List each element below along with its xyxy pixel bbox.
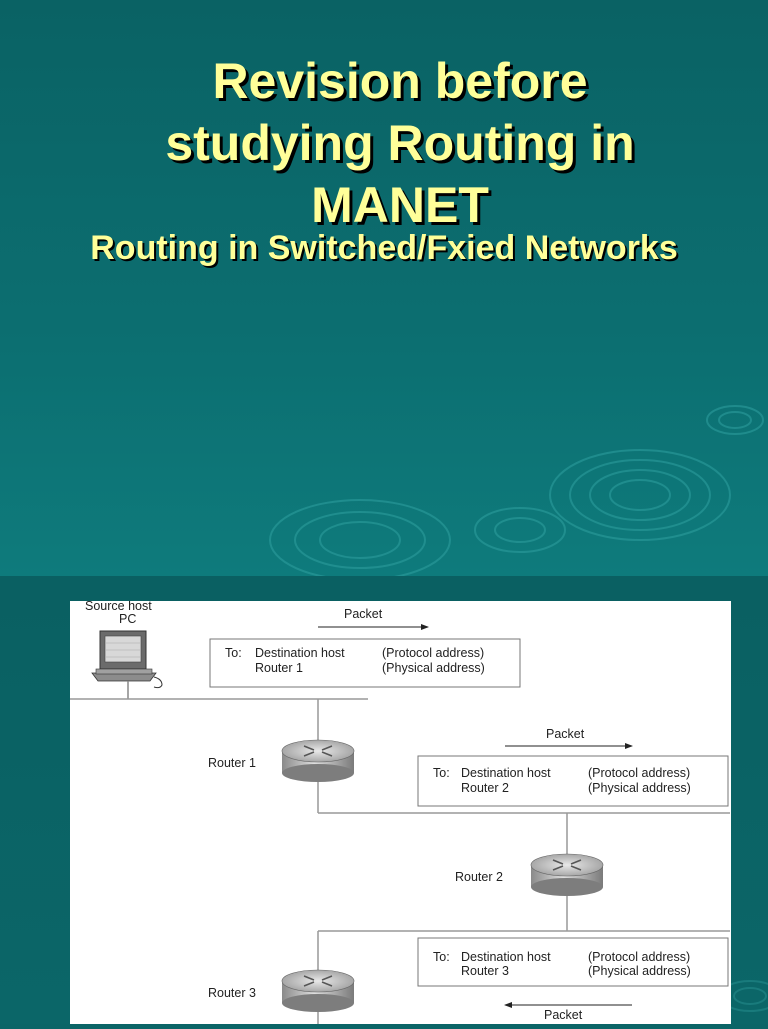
routing-diagram-svg: Source host PC Packet To: Destination ho…: [70, 599, 730, 1024]
router-icon: [281, 969, 355, 1012]
router-icon: [530, 853, 604, 896]
frame-3-dest: Destination host: [461, 950, 551, 964]
frame-1-to: To:: [225, 646, 242, 660]
frame-2-next: Router 2: [461, 781, 509, 795]
routing-diagram: Source host PC Packet To: Destination ho…: [70, 599, 731, 1024]
source-host-pc-label: PC: [119, 612, 136, 626]
slide-title: Revision before studying Routing in MANE…: [40, 50, 760, 236]
frame-2-next-note: (Physical address): [588, 781, 691, 795]
title-line-2: studying Routing in: [165, 115, 635, 171]
frame-box-3: To: Destination host (Protocol address) …: [417, 937, 729, 987]
frame-1-next-note: (Physical address): [382, 661, 485, 675]
pc-icon: [91, 630, 163, 689]
packet-label-2: Packet: [546, 727, 585, 741]
router-icon: [281, 739, 355, 782]
router-2-label: Router 2: [455, 870, 503, 884]
frame-3-next-note: (Physical address): [588, 964, 691, 978]
router-3-label: Router 3: [208, 986, 256, 1000]
slide-subtitle: Routing in Switched/Fxied Networks: [90, 229, 678, 267]
router-1-label: Router 1: [208, 756, 256, 770]
title-line-1: Revision before: [212, 53, 588, 109]
packet-label-3: Packet: [544, 1008, 583, 1022]
frame-3-to: To:: [433, 950, 450, 964]
packet-label-1: Packet: [344, 607, 383, 621]
frame-box-2: To: Destination host (Protocol address) …: [417, 755, 729, 807]
frame-3-dest-note: (Protocol address): [588, 950, 690, 964]
ripple-decoration: [269, 405, 764, 576]
frame-2-dest: Destination host: [461, 766, 551, 780]
frame-1-dest: Destination host: [255, 646, 345, 660]
title-line-3: MANET: [311, 177, 489, 233]
frame-3-next: Router 3: [461, 964, 509, 978]
frame-box-1: To: Destination host (Protocol address) …: [209, 638, 521, 688]
frame-1-next: Router 1: [255, 661, 303, 675]
frame-2-to: To:: [433, 766, 450, 780]
source-host-label: Source host: [85, 601, 152, 613]
frame-2-dest-note: (Protocol address): [588, 766, 690, 780]
frame-1-dest-note: (Protocol address): [382, 646, 484, 660]
